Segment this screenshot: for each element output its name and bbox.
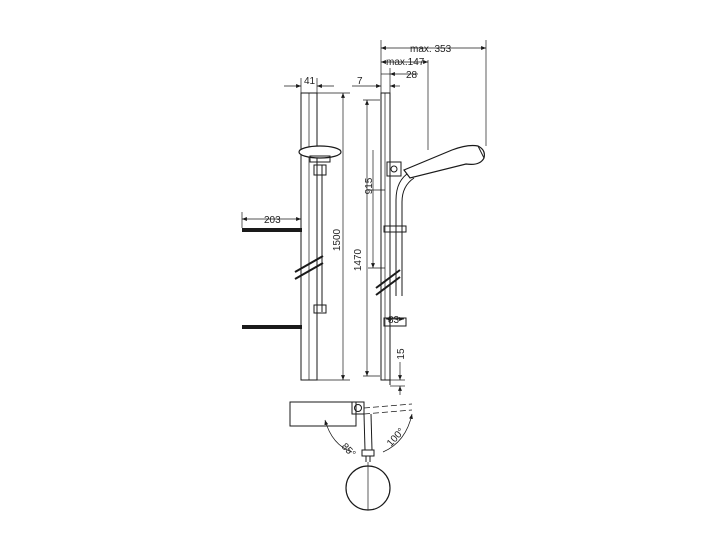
side-hand-shower bbox=[403, 144, 485, 179]
dim-7: 7 bbox=[357, 76, 363, 87]
front-bracket-bottom bbox=[242, 325, 302, 329]
dim-83: 83 bbox=[388, 315, 400, 326]
dim-28: 28 bbox=[406, 70, 418, 81]
dim-1470: 1470 bbox=[353, 248, 364, 271]
dim-max-147: max.147 bbox=[386, 57, 425, 68]
front-bracket-top bbox=[242, 228, 302, 232]
top-view: 85° 100° bbox=[289, 401, 413, 511]
side-view: max. 353 max.147 28 7 915 83 15 bbox=[352, 40, 487, 395]
dim-1500: 1500 bbox=[332, 228, 343, 251]
front-shower-head bbox=[298, 145, 342, 159]
angle-100: 100° bbox=[385, 426, 407, 449]
top-wall-block bbox=[289, 401, 357, 427]
side-rail bbox=[380, 92, 391, 381]
dim-max-353: max. 353 bbox=[410, 44, 452, 55]
dim-203: 203 bbox=[264, 215, 281, 226]
angle-85: 85° bbox=[339, 441, 357, 459]
dim-41: 41 bbox=[304, 76, 316, 87]
dim-15: 15 bbox=[396, 348, 407, 360]
dim-915: 915 bbox=[364, 177, 375, 194]
front-view: 41 203 1500 1470 bbox=[241, 76, 380, 381]
